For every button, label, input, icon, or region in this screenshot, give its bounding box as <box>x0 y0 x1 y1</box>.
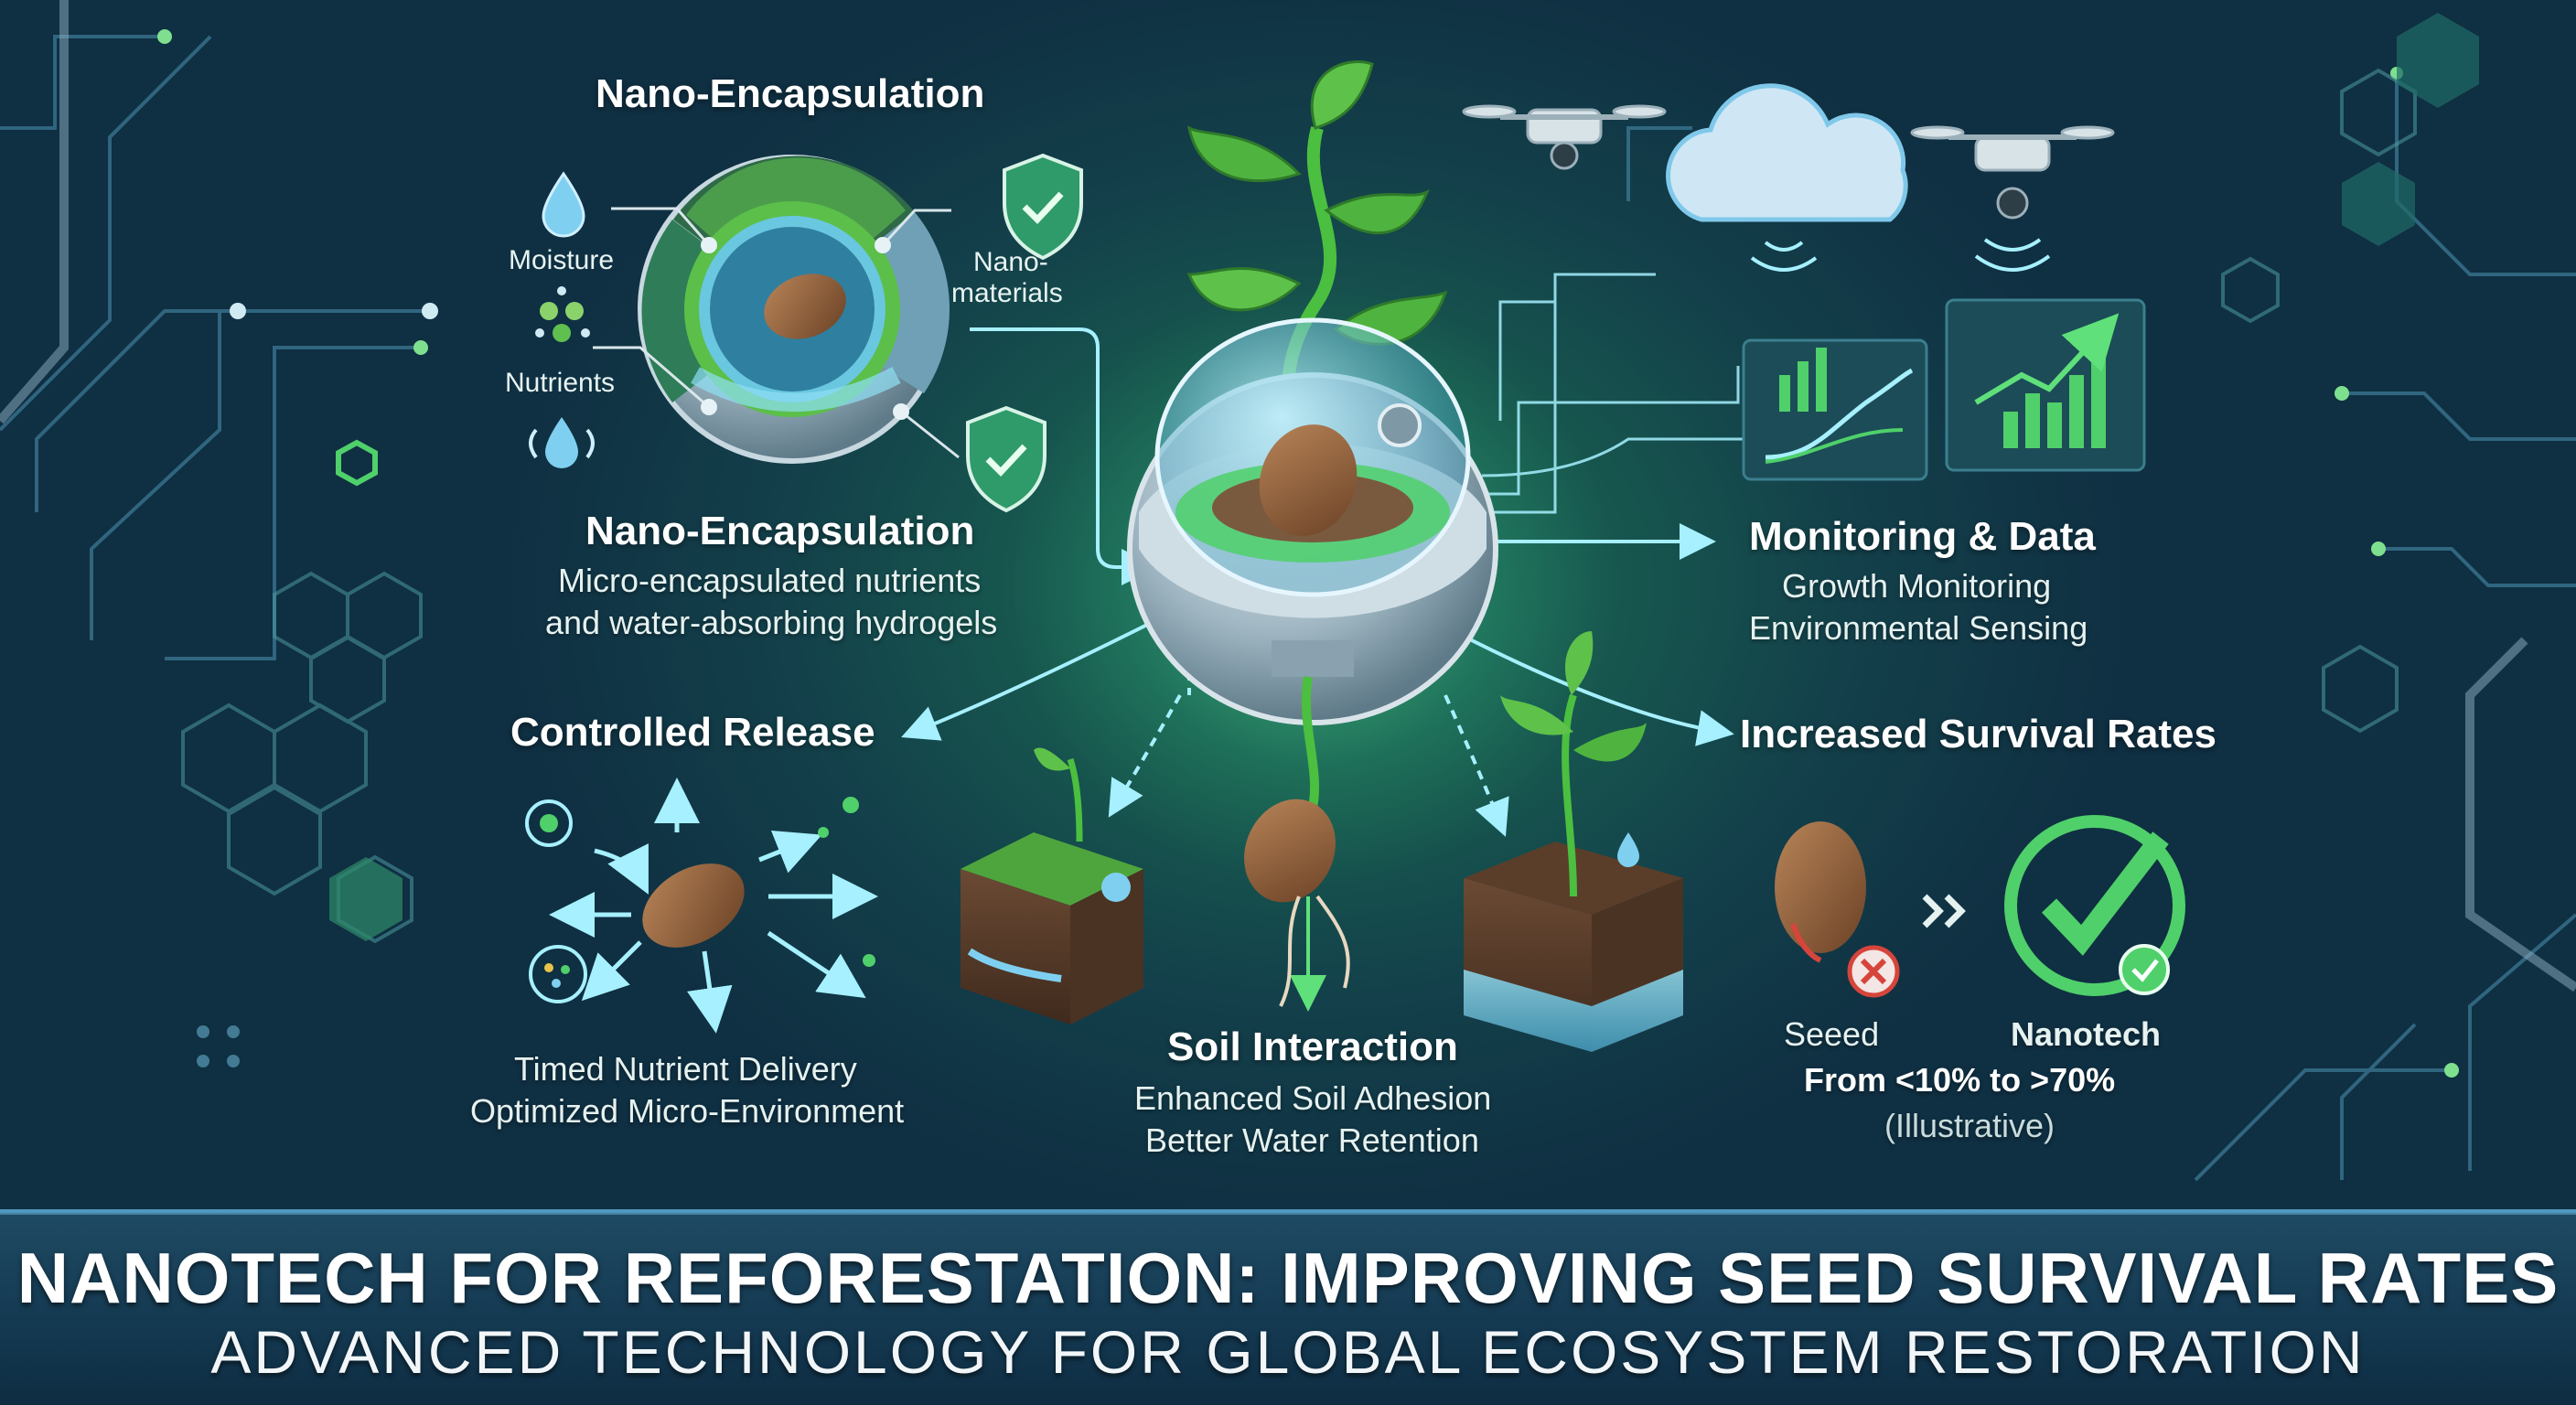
connector-dots <box>701 237 909 420</box>
survival-title: Increased Survival Rates <box>1740 712 2216 756</box>
nutrients-label: Nutrients <box>505 368 616 398</box>
checkmark-icon <box>2004 815 2185 996</box>
flow-arrows <box>901 327 1734 837</box>
survival-from-label: From <10% to >70% <box>1804 1061 2116 1099</box>
banner-title: NANOTECH FOR REFORESTATION: IMPROVING SE… <box>16 1238 2560 1318</box>
monitoring-line2: Environmental Sensing <box>1749 609 2088 647</box>
chart-icon-2 <box>1945 298 2146 472</box>
survival-illustration <box>1775 815 2185 998</box>
water-drop-icon <box>542 171 585 238</box>
drone-icon <box>1462 104 1667 170</box>
dot-grid <box>197 1025 240 1067</box>
survival-note: (Illustrative) <box>1884 1107 2055 1144</box>
sprout-capsule-illustration <box>1127 60 1498 1007</box>
shield-check-icon-2 <box>966 405 1046 513</box>
survival-nanotech-label: Nanotech <box>2011 1015 2162 1053</box>
circuit-frame <box>0 0 2576 992</box>
soil-interaction-line2: Better Water Retention <box>1145 1121 1479 1159</box>
nano-main-title: Nano-Encapsulation <box>585 509 975 553</box>
monitoring-line1: Growth Monitoring <box>1782 567 2052 605</box>
soil-interaction-title: Soil Interaction <box>1167 1024 1458 1069</box>
nano-top-title: Nano-Encapsulation <box>596 71 985 116</box>
controlled-release-illustration <box>525 778 878 1034</box>
nano-main-line1: Micro-encapsulated nutrients <box>558 562 982 599</box>
nanomaterials-label-line1: Nano- <box>973 247 1048 277</box>
controlled-release-line2: Optimized Micro-Environment <box>470 1092 905 1130</box>
title-banner <box>0 1209 2576 1405</box>
banner-subtitle: ADVANCED TECHNOLOGY FOR GLOBAL ECOSYSTEM… <box>210 1318 2366 1386</box>
drone-icon-2 <box>1910 125 2115 272</box>
nano-capsule-illustration <box>638 155 950 464</box>
nano-connectors <box>593 207 960 459</box>
controlled-release-title: Controlled Release <box>510 710 875 755</box>
shield-check-icon <box>1003 153 1083 261</box>
hex-filled <box>329 13 2479 941</box>
nanomaterials-label-line2: materials <box>951 278 1063 308</box>
moisture-label: Moisture <box>509 245 615 275</box>
chart-icon <box>1742 338 1928 481</box>
cloud-icon <box>1666 83 1908 272</box>
soil-interaction-line1: Enhanced Soil Adhesion <box>1134 1079 1492 1117</box>
hex-pattern <box>181 68 2417 944</box>
nano-main-line2: and water-absorbing hydrogels <box>545 604 998 641</box>
soil-block-left <box>961 747 1143 1024</box>
hex-outline-icon <box>336 439 378 487</box>
monitoring-title: Monitoring & Data <box>1749 514 2096 559</box>
nutrient-dots-icon <box>535 286 590 342</box>
banner-glow-line <box>0 1209 2576 1215</box>
circuit-traces <box>0 35 2576 1182</box>
hydrogel-drop-icon <box>529 417 595 468</box>
controlled-release-line1: Timed Nutrient Delivery <box>514 1050 857 1088</box>
soil-block-right <box>1464 631 1683 1052</box>
survival-seed-label: Seeed <box>1784 1015 1880 1053</box>
